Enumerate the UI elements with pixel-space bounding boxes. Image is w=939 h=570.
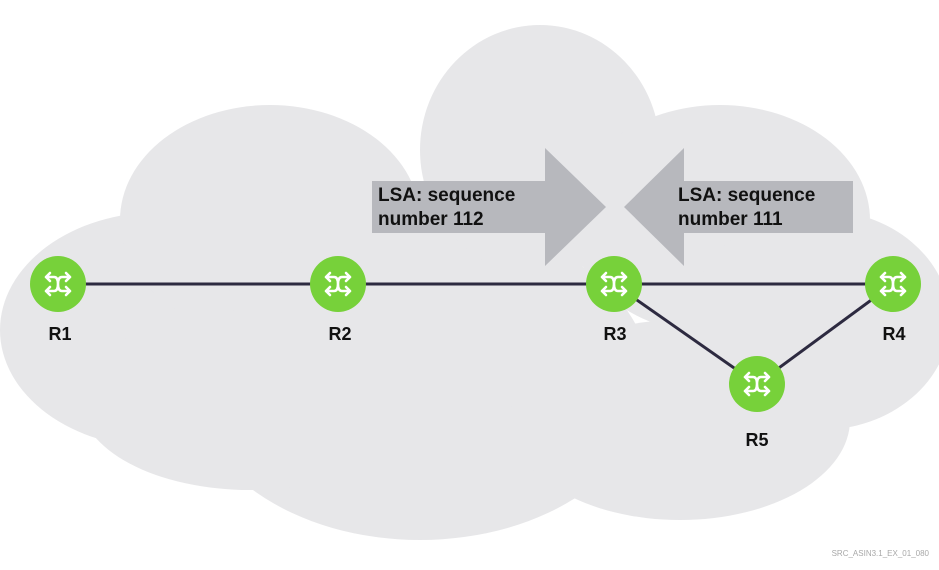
routers: [30, 256, 921, 412]
lsa-label-111-line1: LSA: sequence: [678, 185, 816, 206]
lsa-label-111-line2: number 111: [678, 209, 783, 230]
figure-id: SRC_ASIN3.1_EX_01_080: [831, 549, 929, 558]
router-label-r1: R1: [48, 324, 72, 344]
router-r1-icon: [30, 256, 86, 312]
lsa-label-111: LSA: sequence number 111: [678, 184, 815, 232]
links: [58, 282, 894, 386]
lsa-label-112-line1: LSA: sequence: [378, 185, 516, 206]
router-r3-icon: [586, 256, 642, 312]
lsa-arrow-right: [372, 148, 606, 266]
router-label-r2: R2: [328, 324, 352, 344]
router-r5-icon: [729, 356, 785, 412]
link-r3-r5: [613, 282, 758, 386]
router-label-r4: R4: [882, 324, 906, 344]
network-cloud: [0, 25, 939, 540]
router-r4-icon: [865, 256, 921, 312]
lsa-arrow-left: [624, 148, 853, 266]
router-label-r5: R5: [745, 430, 769, 450]
lsa-label-112: LSA: sequence number 112: [378, 184, 515, 232]
router-label-r3: R3: [603, 324, 627, 344]
lsa-label-112-line2: number 112: [378, 209, 484, 230]
link-r5-r4: [756, 282, 894, 386]
router-r2-icon: [310, 256, 366, 312]
